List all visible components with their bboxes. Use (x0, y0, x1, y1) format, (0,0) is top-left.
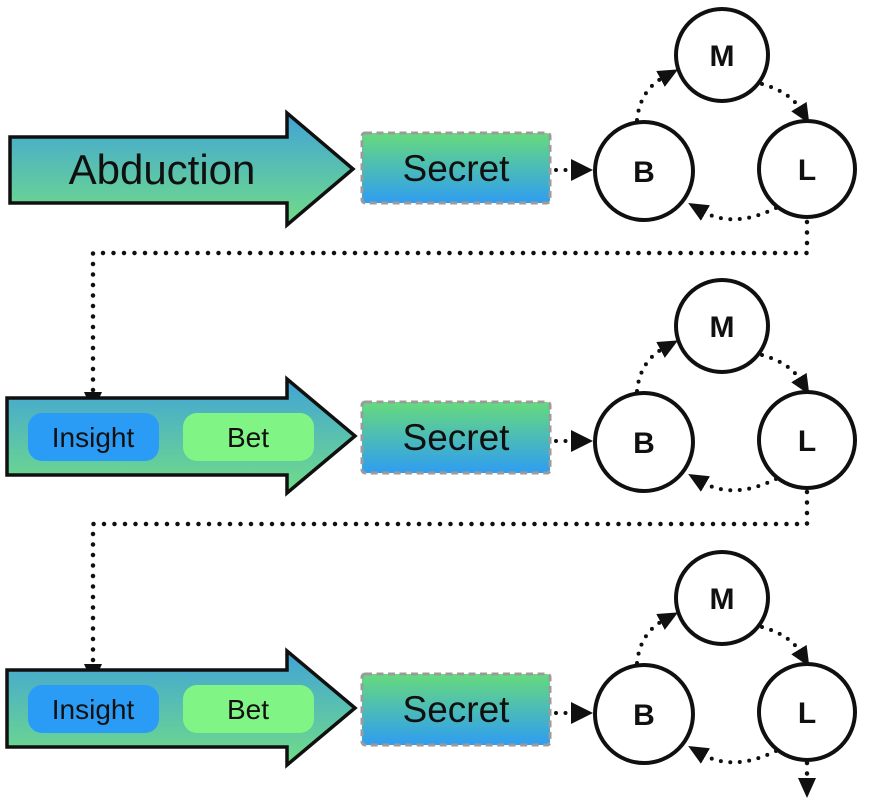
secret-to-b-arrowhead-1 (571, 159, 593, 181)
node-l-label-2: L (798, 425, 816, 458)
node-l-label-1: L (798, 154, 816, 187)
l-to-b-arrow-1 (688, 202, 778, 222)
secret-box-1 (360, 131, 552, 205)
bet-label-2: Bet (227, 422, 269, 453)
row-2: Insight Bet Secret M B L (5, 278, 857, 497)
node-b-3 (593, 663, 695, 765)
connector-row1-to-row2 (84, 219, 810, 412)
node-l-1 (757, 119, 857, 219)
cycle-3: M B L (593, 550, 857, 765)
insight-label-3: Insight (52, 694, 135, 725)
secret-label-1: Secret (403, 148, 511, 189)
m-to-l-arrow-3 (760, 625, 810, 667)
insight-chip-3 (28, 685, 159, 733)
b-to-m-arrow-2 (635, 340, 679, 393)
node-l-2 (757, 390, 857, 490)
m-to-l-arrow-1 (760, 82, 810, 124)
row-1: Abduction Secret M B L (8, 7, 857, 229)
l-to-b-arrow-3 (688, 745, 778, 765)
node-b-label-1: B (633, 156, 655, 189)
b-to-m-arrow-3 (635, 612, 679, 665)
node-m-2 (674, 278, 770, 374)
insight-label-2: Insight (52, 422, 135, 453)
secret-box-2 (360, 400, 552, 475)
bet-chip-3 (183, 685, 314, 733)
node-b-1 (593, 120, 695, 222)
b-to-m-arrow-1 (635, 69, 679, 122)
m-to-l-arrow-2 (760, 353, 810, 395)
node-m-3 (674, 550, 770, 646)
secret-label-3: Secret (403, 689, 511, 730)
l-to-b-arrow-2 (688, 473, 778, 493)
node-m-1 (674, 7, 770, 103)
node-l-3 (757, 662, 857, 762)
node-b-label-3: B (633, 699, 655, 732)
abduction-arrow-shape (8, 109, 356, 229)
insight-bet-arrow-shape-2 (5, 375, 358, 497)
node-b-2 (593, 391, 695, 493)
connector-row2-to-row3 (84, 489, 810, 684)
node-l-label-3: L (798, 697, 816, 730)
node-m-label-3: M (710, 583, 735, 616)
abduction-label: Abduction (69, 146, 256, 193)
node-m-label-1: M (710, 40, 735, 73)
bet-label-3: Bet (227, 694, 269, 725)
secret-to-b-arrowhead-3 (571, 702, 593, 724)
cycle-2: M B L (593, 278, 857, 493)
insight-bet-arrow-shape-3 (5, 647, 358, 769)
cycle-1: M B L (593, 7, 857, 222)
node-b-label-2: B (633, 427, 655, 460)
node-m-label-2: M (710, 311, 735, 344)
row-3: Insight Bet Secret M B L (5, 550, 857, 769)
insight-chip-2 (28, 413, 159, 461)
secret-box-3 (360, 672, 552, 747)
bet-chip-2 (183, 413, 314, 461)
secret-to-b-arrowhead-2 (571, 430, 593, 452)
secret-label-2: Secret (403, 417, 511, 458)
